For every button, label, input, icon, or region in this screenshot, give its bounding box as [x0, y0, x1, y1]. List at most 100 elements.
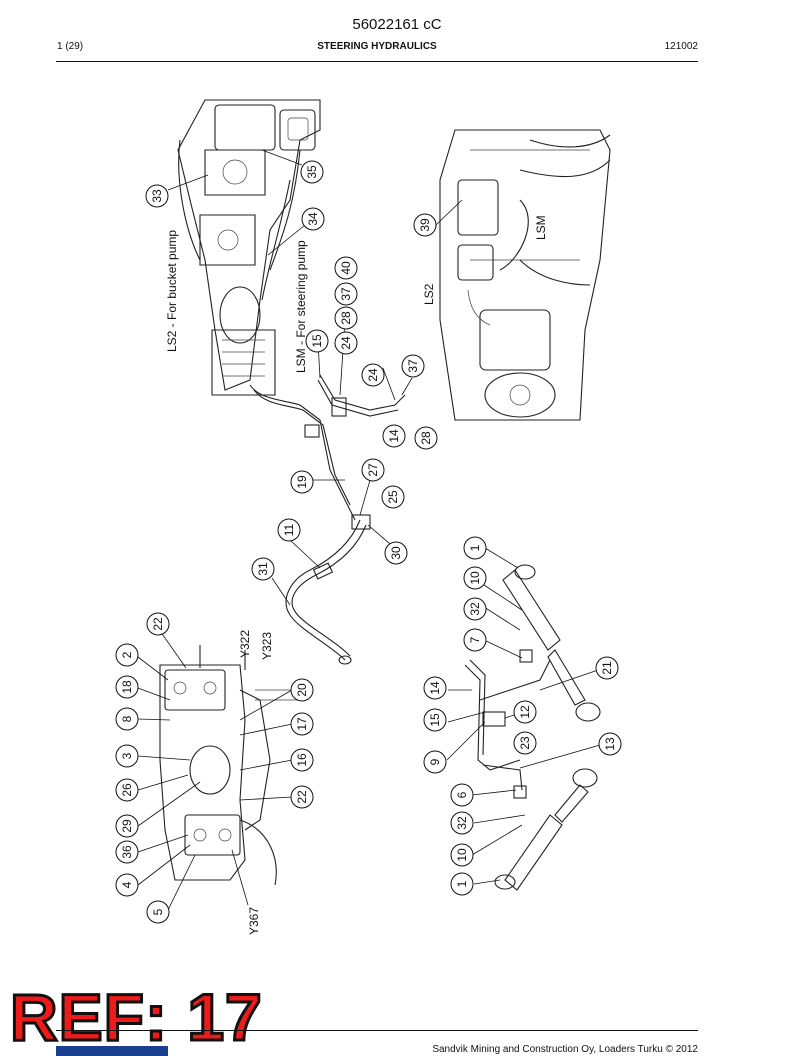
svg-text:40: 40: [339, 261, 353, 275]
label-ls2-bucket: LS2 - For bucket pump: [165, 230, 179, 352]
callout-26: 26: [115, 778, 139, 802]
label-y367: Y367: [247, 907, 261, 935]
svg-text:20: 20: [295, 683, 309, 697]
svg-text:37: 37: [406, 359, 420, 373]
chassis-assembly-drawing: [439, 129, 611, 421]
callout-28b: 28: [414, 426, 438, 450]
label-lsm-steering: LSM - For steering pump: [294, 240, 308, 373]
svg-text:24: 24: [339, 336, 353, 350]
callout-18: 18: [115, 675, 139, 699]
footer-copyright: Sandvik Mining and Construction Oy, Load…: [432, 1044, 698, 1055]
label-y322: Y322: [238, 630, 252, 658]
callout-22: 22: [146, 612, 170, 636]
svg-text:22: 22: [295, 790, 309, 804]
callout-22b: 22: [290, 785, 314, 809]
callout-14: 14: [382, 424, 406, 448]
svg-text:29: 29: [120, 819, 134, 833]
callout-37: 37: [334, 282, 358, 306]
valve-block-drawing: [159, 645, 300, 886]
svg-text:19: 19: [295, 475, 309, 489]
svg-text:3: 3: [120, 752, 134, 759]
label-ls2: LS2: [422, 283, 436, 305]
svg-text:5: 5: [151, 908, 165, 915]
callout-30: 30: [384, 541, 408, 565]
callout-21: 21: [595, 656, 619, 680]
svg-text:39: 39: [418, 218, 432, 232]
callout-4: 4: [115, 873, 139, 897]
svg-text:10: 10: [455, 848, 469, 862]
svg-text:25: 25: [386, 490, 400, 504]
footer-rule: [56, 1030, 698, 1031]
label-y323: Y323: [260, 632, 274, 660]
callout-13: 13: [598, 732, 622, 756]
svg-text:14: 14: [387, 429, 401, 443]
page-number: 1 (29): [57, 41, 84, 52]
callout-24: 24: [334, 331, 358, 355]
svg-text:27: 27: [366, 463, 380, 477]
callout-8: 8: [115, 707, 139, 731]
callout-27: 27: [361, 458, 385, 482]
svg-text:30: 30: [389, 546, 403, 560]
callout-31: 31: [251, 557, 275, 581]
callout-9: 9: [423, 750, 447, 774]
brand-logo: [56, 1046, 168, 1056]
callout-15b: 15: [423, 708, 447, 732]
svg-text:36: 36: [120, 845, 134, 859]
svg-text:9: 9: [428, 758, 442, 765]
svg-text:35: 35: [305, 165, 319, 179]
callout-28: 28: [334, 306, 358, 330]
ref-stamp: REF: 17: [9, 980, 264, 1054]
callout-16: 16: [290, 748, 314, 772]
svg-text:26: 26: [120, 783, 134, 797]
callout-20: 20: [290, 678, 314, 702]
callout-1b: 1: [450, 872, 474, 896]
svg-text:13: 13: [603, 737, 617, 751]
label-lsm: LSM: [534, 215, 548, 240]
callout-1: 1: [463, 536, 487, 560]
callout-34: 34: [301, 207, 325, 231]
page-title: STEERING HYDRAULICS: [317, 41, 437, 52]
callout-33: 33: [145, 184, 169, 208]
callout-2: 2: [115, 643, 139, 667]
header-rule: [56, 61, 698, 62]
svg-text:32: 32: [468, 602, 482, 616]
callout-14b: 14: [423, 676, 447, 700]
callout-24b: 24: [361, 363, 385, 387]
svg-text:33: 33: [150, 189, 164, 203]
svg-text:22: 22: [151, 617, 165, 631]
callout-7: 7: [463, 628, 487, 652]
callout-5: 5: [146, 900, 170, 924]
callout-3: 3: [115, 744, 139, 768]
callout-6: 6: [450, 783, 474, 807]
svg-text:37: 37: [339, 287, 353, 301]
callout-35: 35: [300, 160, 324, 184]
hose-routing: [249, 374, 406, 665]
pump-assembly-drawing: [177, 99, 321, 396]
svg-text:24: 24: [366, 368, 380, 382]
svg-text:2: 2: [120, 651, 134, 658]
svg-text:4: 4: [120, 881, 134, 888]
callout-25: 25: [381, 485, 405, 509]
svg-text:1: 1: [455, 880, 469, 887]
callout-32: 32: [463, 597, 487, 621]
steering-cylinders-drawing: [464, 564, 601, 891]
callout-40: 40: [334, 256, 358, 280]
svg-text:6: 6: [455, 791, 469, 798]
svg-text:8: 8: [120, 715, 134, 722]
callout-10: 10: [463, 566, 487, 590]
svg-text:34: 34: [306, 212, 320, 226]
svg-text:28: 28: [339, 311, 353, 325]
svg-text:12: 12: [518, 705, 532, 719]
date-code: 121002: [664, 41, 698, 52]
callout-32b: 32: [450, 811, 474, 835]
callout-29: 29: [115, 814, 139, 838]
doc-number: 56022161 cC: [352, 16, 442, 33]
callout-15: 15: [305, 329, 329, 353]
svg-text:18: 18: [120, 680, 134, 694]
callout-19: 19: [290, 470, 314, 494]
svg-text:11: 11: [282, 523, 296, 536]
svg-text:28: 28: [419, 431, 433, 445]
callout-39: 39: [413, 213, 437, 237]
svg-text:10: 10: [468, 571, 482, 585]
